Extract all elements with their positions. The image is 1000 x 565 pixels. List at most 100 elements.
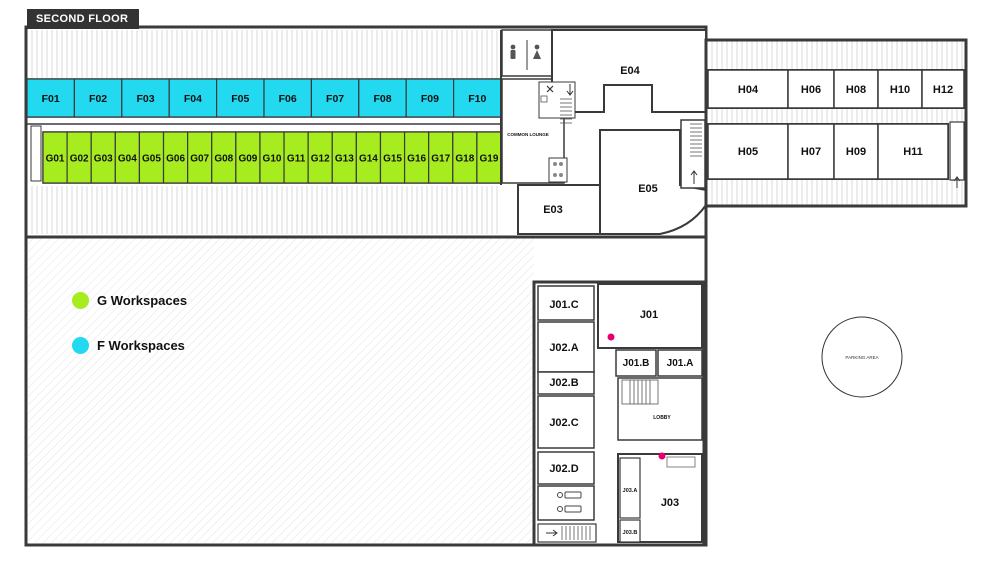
restrooms-j[interactable] — [537, 485, 595, 521]
room-h06[interactable] — [787, 69, 835, 109]
room-h11[interactable] — [877, 123, 949, 180]
room-j02d[interactable] — [537, 451, 595, 485]
room-j01a[interactable] — [657, 349, 703, 377]
workspace-f05[interactable] — [216, 78, 265, 118]
room-label: H10 — [890, 84, 910, 96]
room-j02c[interactable] — [537, 395, 595, 449]
parking-label: PARKING AREA — [845, 355, 878, 360]
arrow-up-icon — [953, 176, 961, 188]
workspace-label: G08 — [214, 154, 233, 165]
parking-area[interactable] — [821, 316, 903, 398]
room-e04-label: E04 — [620, 65, 640, 77]
room-h05[interactable] — [707, 123, 789, 180]
stairs-icon — [949, 121, 965, 181]
room-h07[interactable] — [787, 123, 835, 180]
workspace-label: F02 — [89, 93, 107, 105]
stairs-icon — [621, 379, 659, 405]
workspace-label: F09 — [421, 93, 439, 105]
workspace-g02[interactable] — [66, 131, 92, 184]
room-h04[interactable] — [707, 69, 789, 109]
room-j01[interactable] — [597, 283, 703, 349]
open-area-hatched — [28, 238, 534, 543]
room-j02b[interactable] — [537, 371, 595, 395]
room-j01a-label: J01.A — [667, 358, 694, 369]
room-j01b[interactable] — [615, 349, 657, 377]
restroom-icon — [557, 491, 582, 513]
room-j03a[interactable] — [619, 457, 641, 519]
workspace-label: F07 — [326, 93, 344, 105]
workspace-label: F04 — [184, 93, 202, 105]
workspace-g03[interactable] — [90, 131, 116, 184]
workspace-f03[interactable] — [121, 78, 170, 118]
workspace-label: G05 — [142, 154, 161, 165]
arrow-right-icon — [546, 529, 558, 537]
room-h10[interactable] — [877, 69, 923, 109]
workspace-label: F03 — [136, 93, 154, 105]
room-j01c[interactable] — [537, 285, 595, 321]
room-j02a[interactable] — [537, 321, 595, 373]
workspace-label: F06 — [279, 93, 297, 105]
elevator-icon — [546, 85, 554, 93]
lobby-label: LOBBY — [653, 415, 671, 421]
workspace-label: G15 — [383, 154, 402, 165]
workspace-f09[interactable] — [405, 78, 455, 118]
workspace-f04[interactable] — [168, 78, 218, 118]
room-j01-label: J01 — [640, 309, 658, 321]
room-label: H05 — [738, 146, 758, 158]
stairs-icon — [30, 125, 42, 182]
workspace-g19[interactable] — [476, 131, 502, 184]
workspace-f07[interactable] — [310, 78, 360, 118]
room-j03b[interactable] — [619, 519, 641, 543]
workspace-label: G13 — [335, 154, 354, 165]
workspace-g01[interactable] — [42, 131, 68, 184]
workspace-label: F01 — [42, 93, 60, 105]
room-label: H12 — [933, 84, 953, 96]
stairs-icon — [560, 98, 572, 124]
room-j02a-label: J02.A — [549, 342, 578, 354]
workspace-g18[interactable] — [452, 131, 478, 184]
workspace-label: G18 — [455, 154, 474, 165]
workspace-label: G09 — [238, 154, 257, 165]
common-lounge-label: COMMON LOUNGE — [507, 132, 549, 137]
room-h12[interactable] — [921, 69, 965, 109]
restroom-icon — [548, 157, 568, 183]
workspace-label: F08 — [373, 93, 391, 105]
arrow-up-icon — [690, 170, 698, 184]
floor-title: SECOND FLOOR — [27, 9, 139, 29]
workspace-label: G16 — [407, 154, 426, 165]
legend-label-f: F Workspaces — [97, 338, 185, 354]
workspace-g13[interactable] — [331, 131, 357, 184]
stairwell-east — [680, 119, 706, 189]
workspace-f08[interactable] — [358, 78, 407, 118]
room-e03[interactable] — [517, 184, 601, 235]
workspace-label: G04 — [118, 154, 137, 165]
room-label: H08 — [846, 84, 866, 96]
workspace-label: G12 — [311, 154, 330, 165]
legend-item-g: G Workspaces — [72, 292, 187, 310]
room-j01c-label: J01.C — [549, 299, 578, 311]
workspace-label: G02 — [70, 154, 89, 165]
room-label: H11 — [903, 146, 923, 158]
workspace-g04[interactable] — [114, 131, 141, 184]
workspace-g14[interactable] — [355, 131, 382, 184]
workspace-g08[interactable] — [211, 131, 237, 184]
workspace-label: G06 — [166, 154, 185, 165]
workspace-f06[interactable] — [263, 78, 313, 118]
workspace-g17[interactable] — [428, 131, 454, 184]
legend-swatch-g — [72, 292, 89, 310]
workspace-label: G14 — [359, 154, 378, 165]
room-j03b-label: J03.B — [623, 530, 638, 536]
location-marker — [658, 452, 666, 460]
workspace-g09[interactable] — [235, 131, 261, 184]
stairs-icon — [537, 523, 597, 543]
room-label: H07 — [801, 146, 821, 158]
workspace-label: F10 — [468, 93, 486, 105]
workspace-label: G07 — [190, 154, 209, 165]
workspace-g10[interactable] — [259, 131, 285, 184]
workspace-f01[interactable] — [26, 78, 76, 118]
legend-swatch-f — [72, 337, 89, 355]
workspace-g07[interactable] — [187, 131, 213, 184]
workspace-g11[interactable] — [283, 131, 309, 184]
workspace-label: G03 — [94, 154, 113, 165]
